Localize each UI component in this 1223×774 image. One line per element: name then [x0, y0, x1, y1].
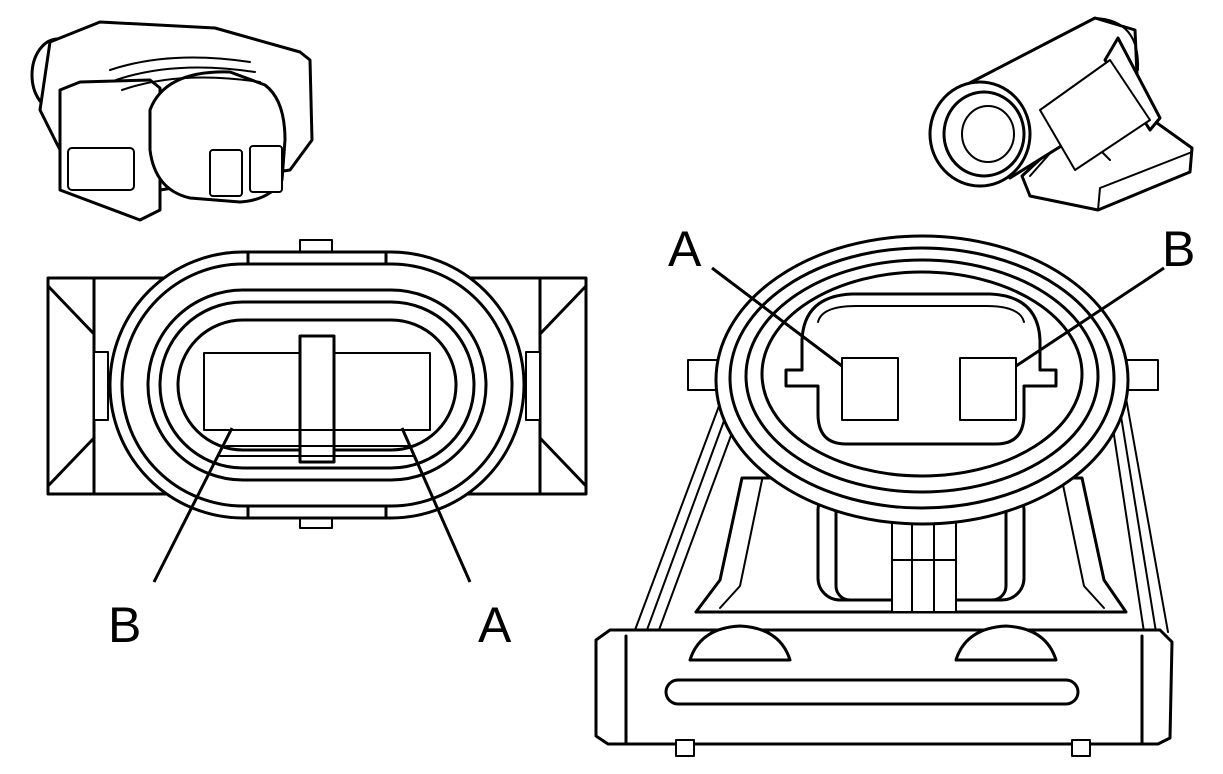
label-right-b: B — [1162, 221, 1195, 277]
label-left-b: B — [108, 597, 141, 653]
callout-leaders — [152, 266, 1165, 583]
right-connector-front-view — [594, 234, 1174, 757]
leader-right-b — [1015, 266, 1165, 368]
leader-right-a — [711, 266, 843, 368]
leader-left-b — [152, 427, 234, 583]
label-left-a: A — [478, 597, 512, 653]
leader-left-a — [400, 427, 472, 583]
left-connector-end-view — [46, 239, 588, 529]
left-connector-isometric — [30, 20, 314, 222]
label-right-a: A — [668, 221, 702, 277]
right-connector-isometric — [928, 16, 1194, 212]
